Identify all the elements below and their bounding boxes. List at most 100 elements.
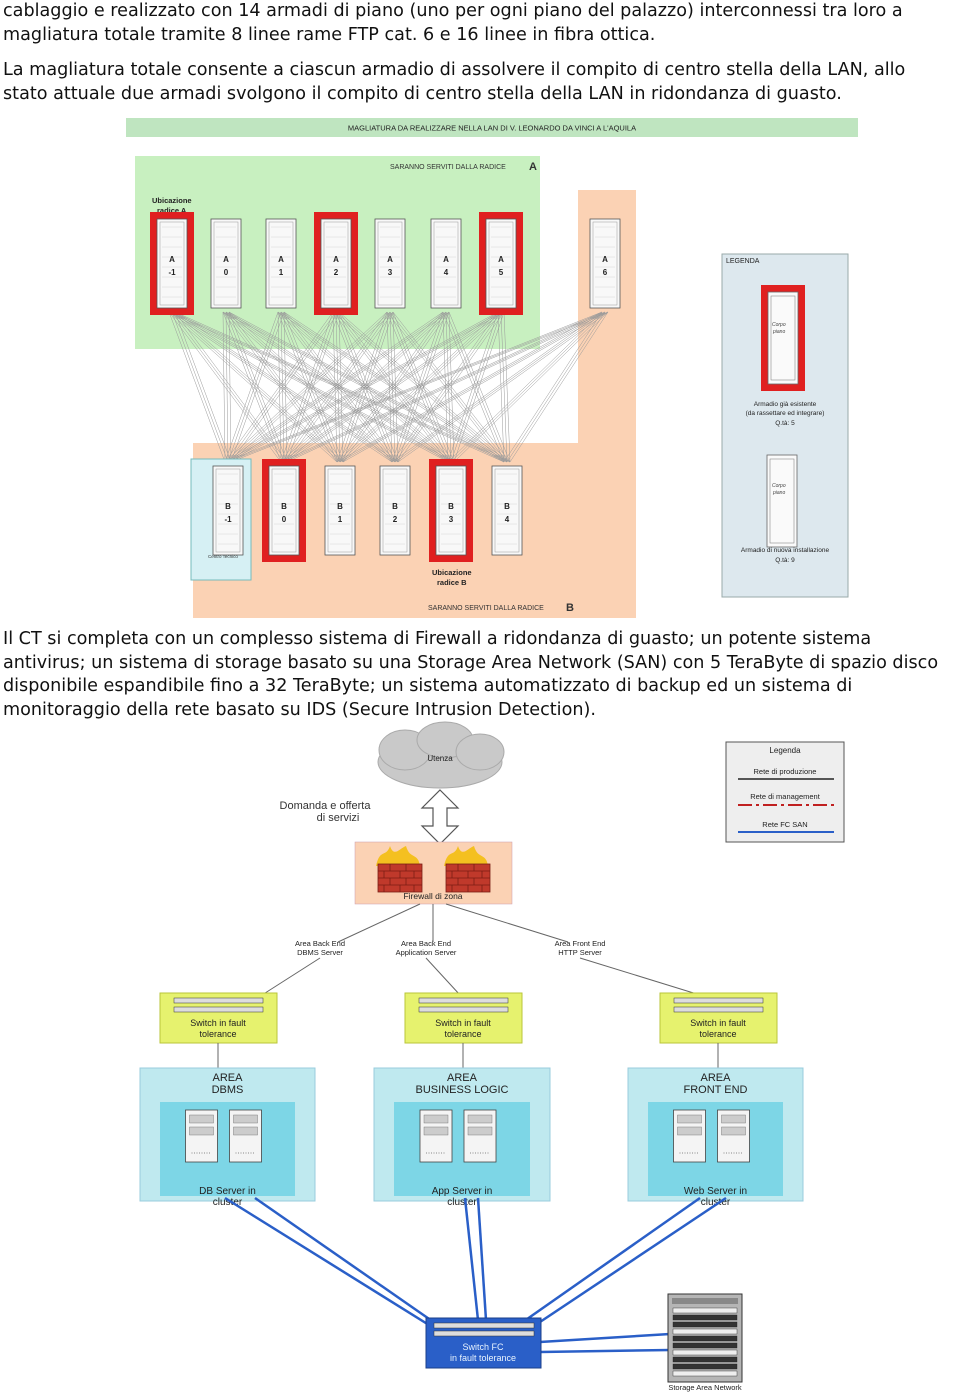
legend-new-qty: Q.tà: 9	[775, 557, 795, 564]
san-links	[224, 1196, 727, 1354]
legend-2-title: Legenda	[769, 746, 801, 755]
svg-text:AREA: AREA	[213, 1072, 244, 1084]
rack-label-letter: A	[278, 255, 284, 264]
legend-mgmt-label: Rete di management	[750, 792, 821, 801]
svg-text:App Server in: App Server in	[432, 1186, 493, 1197]
switch-device-icon	[418, 997, 509, 1004]
svg-text:AREA: AREA	[701, 1072, 732, 1084]
switch-device-icon	[173, 1006, 264, 1013]
server-icon	[463, 1109, 497, 1163]
rack-label-letter: B	[504, 502, 510, 511]
rack-label-floor: -1	[224, 515, 232, 524]
legend-san-label: Rete FC SAN	[762, 820, 807, 829]
rack-label-floor: -1	[168, 268, 176, 277]
rack-B0: B0	[262, 459, 306, 562]
svg-text:tolerance: tolerance	[444, 1029, 481, 1039]
magliatura-paragraph: La magliatura totale consente a ciascun …	[3, 60, 906, 104]
svg-text:BUSINESS LOGIC: BUSINESS LOGIC	[416, 1084, 509, 1096]
svg-text:tolerance: tolerance	[199, 1029, 236, 1039]
intro-paragraph: cablaggio e realizzato con 14 armadi di …	[3, 1, 903, 45]
svg-text:cluster: cluster	[701, 1197, 731, 1208]
ubicazione-b-line1: Ubicazione	[432, 568, 472, 577]
domanda-line2: di servizi	[317, 812, 360, 824]
legend-box-2	[725, 741, 845, 843]
svg-text:piano: piano	[772, 329, 785, 335]
rack-label-floor: 1	[338, 515, 343, 524]
svg-text:piano: piano	[772, 490, 785, 496]
zone-dbms-line2: DBMS Server	[297, 948, 343, 957]
utenza-label: Utenza	[427, 754, 453, 763]
rack-A6: A6	[589, 218, 621, 309]
svg-text:cluster: cluster	[447, 1197, 477, 1208]
legend-existing-rack: Corpo piano	[761, 285, 805, 391]
rack-label-floor: 3	[388, 268, 393, 277]
rack-label-letter: A	[387, 255, 393, 264]
link-fw-dbms	[337, 903, 421, 943]
legend-new-rack: Corpo piano	[766, 454, 798, 548]
rack-label-letter: A	[223, 255, 229, 264]
ubicazione-b-line2: radice B	[437, 578, 467, 587]
rack-A3: A3	[374, 218, 406, 309]
switch-device-icon	[673, 997, 764, 1004]
ct-paragraph: Il CT si completa con un complesso siste…	[3, 629, 939, 720]
firewall-label: Firewall di zona	[403, 891, 462, 901]
rack-label-floor: 6	[603, 268, 608, 277]
legend-new-line1: Armadio di nuova installazione	[741, 547, 830, 554]
svg-text:Web Server in: Web Server in	[684, 1186, 747, 1197]
radice-b-letter: B	[566, 602, 574, 614]
zone-app-line1: Area Back End	[401, 939, 451, 948]
zone-dbms-line1: Area Back End	[295, 939, 345, 948]
rack-label-floor: 4	[444, 268, 449, 277]
rack-A2: A2	[314, 212, 358, 315]
zone-app-line2: Application Server	[396, 948, 457, 957]
svg-text:cluster: cluster	[213, 1197, 243, 1208]
rack-A1: A1	[265, 218, 297, 309]
legend-existing-line2: (da rassettare ed integrare)	[746, 410, 825, 417]
link-zone-sw3	[579, 957, 701, 996]
legend-existing-line1: Armadio già esistente	[754, 401, 817, 408]
svg-text:Corpo: Corpo	[772, 483, 786, 489]
link-zone-sw1	[261, 957, 321, 996]
rack-B2: B2	[379, 465, 411, 556]
rack-label-floor: 1	[279, 268, 284, 277]
fc-switch-device-icon	[433, 1322, 535, 1337]
radice-b-label: SARANNO SERVITI DALLA RADICE	[428, 605, 544, 612]
rack-label-floor: 2	[393, 515, 398, 524]
mesh-links	[168, 311, 609, 463]
rack-A4: A4	[430, 218, 462, 309]
rack-B-1: B-1	[190, 458, 252, 581]
rack-label-letter: B	[337, 502, 343, 511]
rack-B4: B4	[491, 465, 523, 556]
rack-label-floor: 0	[282, 515, 287, 524]
switch-device-icon	[418, 1006, 509, 1013]
legend-existing-qty: Q.tà: 5	[775, 420, 795, 427]
legend-title: LEGENDA	[726, 258, 760, 265]
svg-text:Corpo: Corpo	[772, 322, 786, 328]
rack-A0: A0	[210, 218, 242, 309]
cloud-icon	[377, 721, 505, 789]
legend-prod-label: Rete di produzione	[754, 767, 817, 776]
rack-A5: A5	[479, 212, 523, 315]
rack-label-floor: 0	[224, 268, 229, 277]
server-icon	[673, 1109, 706, 1163]
svg-text:DBMS: DBMS	[212, 1084, 244, 1096]
rack-label-letter: B	[448, 502, 454, 511]
rack-label-letter: A	[443, 255, 449, 264]
title-bar	[126, 118, 858, 137]
rack-label-floor: 4	[505, 515, 510, 524]
domanda-line1: Domanda e offerta	[280, 800, 372, 812]
switch-device-icon	[673, 1006, 764, 1013]
server-icon	[419, 1109, 453, 1163]
radice-a-letter: A	[529, 161, 537, 173]
switch-device-icon	[173, 997, 264, 1004]
rack-label-letter: B	[392, 502, 398, 511]
firewall-icon	[444, 846, 491, 893]
san-label: Storage Area Network	[668, 1383, 742, 1392]
switch-fc-line1: Switch FC	[462, 1342, 504, 1352]
rack-label-floor: 2	[334, 268, 339, 277]
svg-text:Switch in fault: Switch in fault	[190, 1018, 246, 1028]
